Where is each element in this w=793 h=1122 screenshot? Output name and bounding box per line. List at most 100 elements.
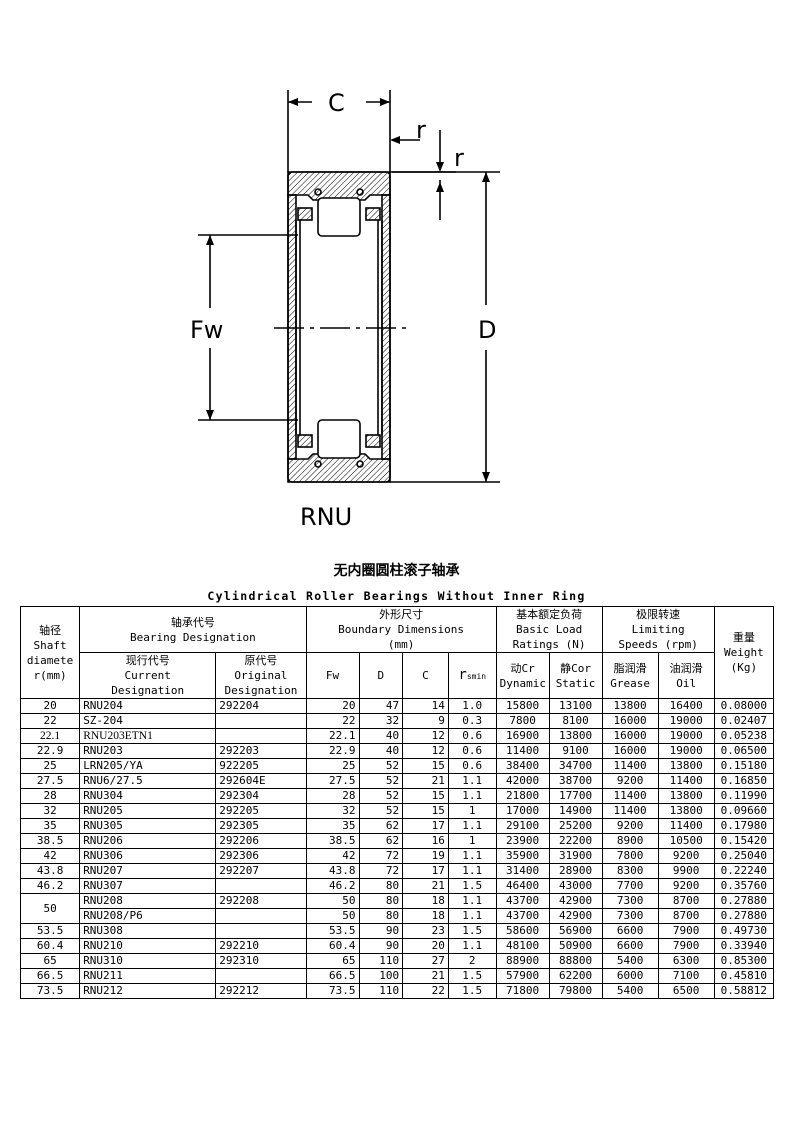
cell-c: 18 <box>402 893 449 909</box>
cell-oil: 7100 <box>657 968 715 984</box>
cell-cr: 43700 <box>495 908 550 924</box>
cell-oil: 7900 <box>657 923 715 939</box>
cell-shaft: 50 <box>19 893 81 924</box>
cell-cor: 79800 <box>548 983 603 999</box>
cell-original <box>215 878 307 894</box>
header-grease: 脂润滑 Grease <box>601 652 659 699</box>
cell-weight: 0.11990 <box>713 788 775 804</box>
cell-cor: 34700 <box>548 758 603 774</box>
cell-cor: 9100 <box>548 743 603 759</box>
cell-grease: 7800 <box>601 848 659 864</box>
cell-current: RNU208 <box>79 893 217 909</box>
cell-cr: 29100 <box>495 818 550 834</box>
cell-oil: 19000 <box>657 743 715 759</box>
cell-r: 1.5 <box>447 878 497 894</box>
cell-d: 52 <box>358 758 404 774</box>
cell-cor: 22200 <box>548 833 603 849</box>
cell-d: 40 <box>358 728 404 744</box>
cell-weight: 0.08000 <box>713 698 775 714</box>
title-english: Cylindrical Roller Bearings Without Inne… <box>207 589 586 603</box>
cell-shaft: 20 <box>19 698 81 714</box>
cell-weight: 0.06500 <box>713 743 775 759</box>
cell-shaft: 38.5 <box>19 833 81 849</box>
cell-oil: 7900 <box>657 938 715 954</box>
cell-current: RNU306 <box>79 848 217 864</box>
cell-oil: 11400 <box>657 773 715 789</box>
cell-grease: 11400 <box>601 788 659 804</box>
cell-current: RNU206 <box>79 833 217 849</box>
cell-c: 16 <box>402 833 449 849</box>
cell-grease: 16000 <box>601 743 659 759</box>
cell-d: 80 <box>358 878 404 894</box>
cell-oil: 9900 <box>657 863 715 879</box>
cell-cor: 62200 <box>548 968 603 984</box>
cell-oil: 8700 <box>657 908 715 924</box>
cell-c: 9 <box>402 713 449 729</box>
cell-shaft: 73.5 <box>19 983 81 999</box>
cell-weight: 0.15420 <box>713 833 775 849</box>
cell-d: 52 <box>358 773 404 789</box>
cell-fw: 22 <box>305 713 360 729</box>
cell-shaft: 46.2 <box>19 878 81 894</box>
cell-cr: 57900 <box>495 968 550 984</box>
cell-current: LRN205/YA <box>79 758 217 774</box>
cell-original <box>215 713 307 729</box>
cell-cor: 88800 <box>548 953 603 969</box>
cell-original: 292210 <box>215 938 307 954</box>
cell-cr: 7800 <box>495 713 550 729</box>
cell-d: 90 <box>358 923 404 939</box>
cell-r: 0.6 <box>447 743 497 759</box>
cell-original <box>215 968 307 984</box>
cell-r: 1.1 <box>447 893 497 909</box>
cell-c: 15 <box>402 788 449 804</box>
cell-original: 292310 <box>215 953 307 969</box>
cell-shaft: 25 <box>19 758 81 774</box>
cell-cr: 17000 <box>495 803 550 819</box>
header-r: rsmin <box>447 652 497 699</box>
cell-current: RNU6/27.5 <box>79 773 217 789</box>
cell-grease: 5400 <box>601 953 659 969</box>
cell-fw: 65 <box>305 953 360 969</box>
cell-grease: 11400 <box>601 758 659 774</box>
cell-current: RNU304 <box>79 788 217 804</box>
cell-weight: 0.09660 <box>713 803 775 819</box>
cell-original: 292206 <box>215 833 307 849</box>
cell-fw: 38.5 <box>305 833 360 849</box>
label-c: C <box>328 89 345 117</box>
cell-cr: 11400 <box>495 743 550 759</box>
cell-current: RNU205 <box>79 803 217 819</box>
cell-d: 80 <box>358 893 404 909</box>
cell-d: 52 <box>358 803 404 819</box>
cell-original: 922205 <box>215 758 307 774</box>
cell-fw: 50 <box>305 893 360 909</box>
cell-current: RNU207 <box>79 863 217 879</box>
cell-r: 1.1 <box>447 938 497 954</box>
cell-cr: 38400 <box>495 758 550 774</box>
cell-oil: 10500 <box>657 833 715 849</box>
cell-fw: 53.5 <box>305 923 360 939</box>
header-weight: 重量 Weight (Kg) <box>713 606 775 699</box>
cell-r: 1.1 <box>447 773 497 789</box>
cell-r: 1.5 <box>447 983 497 999</box>
cell-fw: 50 <box>305 908 360 924</box>
cell-oil: 19000 <box>657 728 715 744</box>
cell-grease: 8300 <box>601 863 659 879</box>
cell-d: 90 <box>358 938 404 954</box>
cell-weight: 0.16850 <box>713 773 775 789</box>
cell-fw: 73.5 <box>305 983 360 999</box>
cell-original: 292203 <box>215 743 307 759</box>
cell-d: 47 <box>358 698 404 714</box>
header-dimensions: 外形尺寸 Boundary Dimensions (mm) <box>305 606 497 653</box>
cell-shaft: 65 <box>19 953 81 969</box>
cell-fw: 20 <box>305 698 360 714</box>
